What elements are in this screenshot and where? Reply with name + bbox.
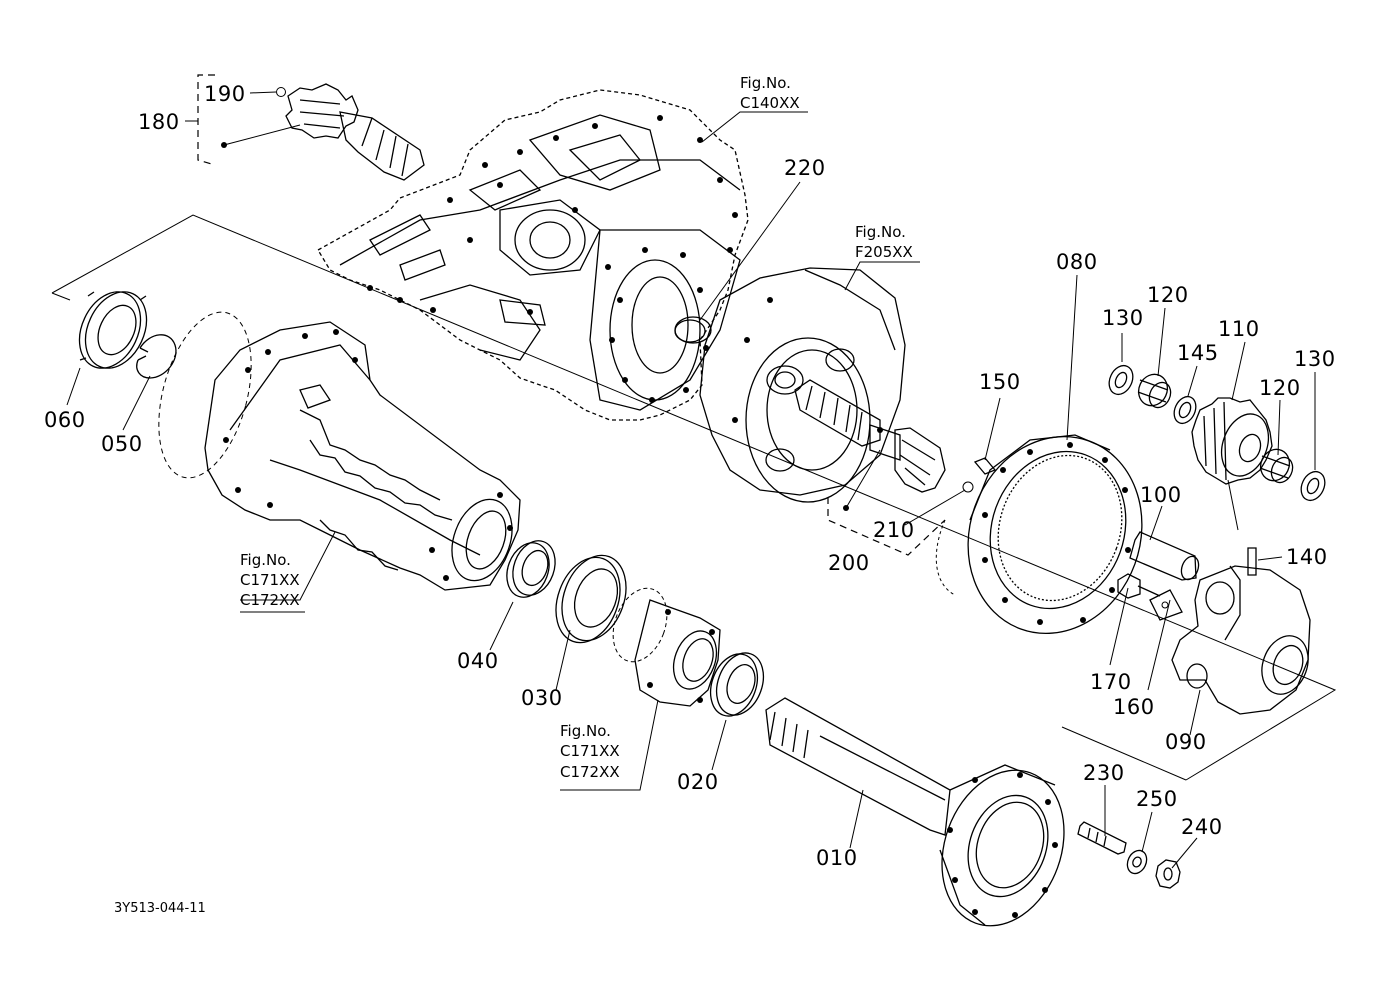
assembly-frame-lines xyxy=(51,214,1337,781)
part-200-sun-gear-shaft[interactable] xyxy=(794,379,974,556)
callout-230[interactable]: 230 xyxy=(1083,761,1125,785)
callout-170[interactable]: 170 xyxy=(1090,670,1132,694)
figure-ref-c140[interactable]: Fig.No. C140XX xyxy=(740,74,800,112)
part-190-ball[interactable] xyxy=(276,87,286,97)
planet-gear-stack xyxy=(1105,307,1330,531)
part-145-spacer[interactable] xyxy=(1170,365,1200,427)
figure-ref-c171-left[interactable]: Fig.No. C171XX C172XX xyxy=(240,551,305,613)
callout-130-right[interactable]: 130 xyxy=(1294,347,1336,371)
figure-ref-heading: Fig.No. xyxy=(560,722,611,740)
part-230-hub-bolt[interactable] xyxy=(1077,785,1127,855)
callout-160[interactable]: 160 xyxy=(1113,695,1155,719)
planetary-housing-f205 xyxy=(699,261,920,503)
part-180-input-shaft[interactable] xyxy=(185,74,425,181)
part-060-oil-seal[interactable] xyxy=(66,282,158,406)
part-170-bolt[interactable] xyxy=(1109,573,1161,666)
callout-200[interactable]: 200 xyxy=(828,551,870,575)
part-120-bearing-right[interactable] xyxy=(1256,399,1297,486)
drawing-code: 3Y513-044-11 xyxy=(114,901,206,916)
part-220-o-ring[interactable] xyxy=(674,181,801,343)
callout-130-left[interactable]: 130 xyxy=(1102,306,1144,330)
part-010-axle-shaft[interactable] xyxy=(765,697,1085,943)
part-050-snap-ring[interactable] xyxy=(122,334,177,431)
figure-ref-code: C171XX xyxy=(560,742,620,760)
callout-120-right[interactable]: 120 xyxy=(1259,376,1301,400)
figure-ref-code: C140XX xyxy=(740,94,800,112)
part-020-oil-seal[interactable] xyxy=(702,646,771,771)
figure-ref-code: C171XX xyxy=(240,571,300,589)
part-130-washer-left[interactable] xyxy=(1105,333,1138,398)
part-100-planet-pin[interactable] xyxy=(1129,505,1202,582)
part-160-lock-plate[interactable] xyxy=(1147,589,1183,691)
part-110-planet-gear[interactable] xyxy=(1191,341,1277,531)
axle-housing-c171 xyxy=(158,311,521,601)
callout-240[interactable]: 240 xyxy=(1181,815,1223,839)
callout-090[interactable]: 090 xyxy=(1165,730,1207,754)
figure-ref-f205[interactable]: Fig.No. F205XX xyxy=(855,223,913,261)
callout-110[interactable]: 110 xyxy=(1218,317,1260,341)
callout-080[interactable]: 080 xyxy=(1056,250,1098,274)
part-120-bearing-left[interactable] xyxy=(1134,307,1175,411)
figure-ref-code: C172XX xyxy=(560,763,620,781)
part-140-spring-pin[interactable] xyxy=(1247,547,1283,576)
part-250-washer[interactable] xyxy=(1124,811,1153,877)
bearing-retainer-c171 xyxy=(560,587,721,791)
callout-100[interactable]: 100 xyxy=(1140,483,1182,507)
callout-120-top[interactable]: 120 xyxy=(1147,283,1189,307)
gearbox-housing-c140 xyxy=(317,89,808,421)
callout-190[interactable]: 190 xyxy=(204,82,246,106)
part-130-washer-right[interactable] xyxy=(1297,372,1330,504)
figure-ref-heading: Fig.No. xyxy=(855,223,906,241)
callout-labels: 180 190 220 080 120 130 110 145 130 150 … xyxy=(44,82,1336,870)
figure-ref-heading: Fig.No. xyxy=(240,551,291,569)
figure-ref-code: C172XX xyxy=(240,591,300,609)
part-210-ball[interactable] xyxy=(962,481,974,493)
part-040-oil-seal[interactable] xyxy=(489,535,562,651)
callout-060[interactable]: 060 xyxy=(44,408,86,432)
callout-210[interactable]: 210 xyxy=(873,518,915,542)
callout-010[interactable]: 010 xyxy=(816,846,858,870)
part-240-nut[interactable] xyxy=(1155,837,1198,889)
part-080-ring-gear[interactable] xyxy=(935,274,1169,658)
callout-050[interactable]: 050 xyxy=(101,432,143,456)
callout-140[interactable]: 140 xyxy=(1286,545,1328,569)
part-030-bearing[interactable] xyxy=(545,546,637,691)
callout-145[interactable]: 145 xyxy=(1177,341,1219,365)
callout-180[interactable]: 180 xyxy=(138,110,180,134)
part-090-planet-carrier[interactable] xyxy=(1171,565,1316,736)
callout-220[interactable]: 220 xyxy=(784,156,826,180)
figure-ref-c171-mid[interactable]: Fig.No. C171XX C172XX xyxy=(560,722,620,781)
callout-020[interactable]: 020 xyxy=(677,770,719,794)
callout-040[interactable]: 040 xyxy=(457,649,499,673)
callout-030[interactable]: 030 xyxy=(521,686,563,710)
figure-ref-code: F205XX xyxy=(855,243,913,261)
figure-ref-heading: Fig.No. xyxy=(740,74,791,92)
callout-250[interactable]: 250 xyxy=(1136,787,1178,811)
callout-150[interactable]: 150 xyxy=(979,370,1021,394)
part-150-pin[interactable] xyxy=(973,397,1001,475)
